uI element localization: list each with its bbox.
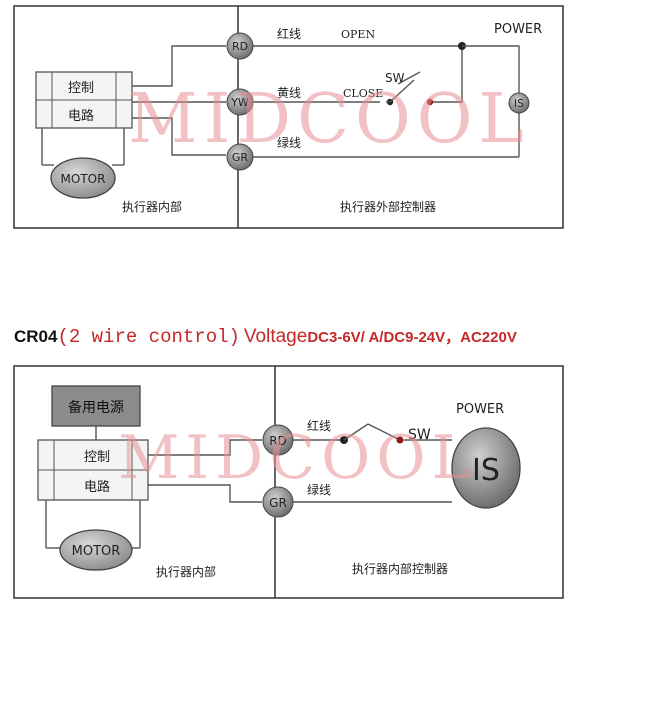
bottom-terminal-rd-label: RD: [269, 434, 287, 448]
bottom-left-caption: 执行器内部: [156, 564, 216, 579]
bottom-source-label: IS: [472, 453, 500, 488]
heading-model: CR04: [14, 327, 58, 346]
bottom-circuit-label: 电路: [84, 479, 110, 495]
backup-power-label: 备用电源: [68, 399, 124, 416]
heading-voltage-word: Voltage: [244, 326, 307, 347]
top-motor-label: MOTOR: [61, 172, 106, 186]
bottom-watermark: MIDCOOL: [118, 423, 477, 493]
top-motor: [50, 157, 116, 199]
top-source-label: IS: [514, 97, 524, 110]
top-control-label: 控制: [68, 81, 94, 96]
bottom-diagram: 备用电源 控制 电路 MOTOR RD GR: [13, 365, 564, 599]
bottom-red-wire-label: 红线: [307, 418, 331, 433]
bottom-green-wire-label: 绿线: [307, 482, 331, 497]
top-switch-label: SW: [385, 71, 405, 85]
top-diagram: 控制 电路 MOTOR RD YW GR: [13, 5, 564, 229]
top-red-wire-label: 红线: [277, 26, 301, 41]
backup-power-box: [51, 385, 141, 427]
heading: CR04(2 wire control)VoltageDC3-6V/ A/DC9…: [14, 326, 517, 348]
top-power-source: [508, 92, 530, 114]
bottom-motor: [59, 529, 133, 571]
top-green-wire-label: 绿线: [277, 135, 301, 150]
bottom-switch-contact-right: [396, 436, 404, 444]
heading-line: CR04(2 wire control)VoltageDC3-6V/ A/DC9…: [14, 326, 517, 348]
top-watermark: MIDCOOL: [128, 80, 530, 159]
bottom-power-source: [451, 427, 521, 509]
bottom-motor-label: MOTOR: [72, 544, 121, 559]
heading-mode: (2 wire control): [57, 326, 239, 348]
top-control-box: 控制 电路: [35, 71, 133, 129]
bottom-power-label: POWER: [456, 402, 504, 417]
bottom-frame: [13, 365, 564, 599]
heading-voltage-values: DC3-6V/ A/DC9-24V，AC220V: [307, 329, 517, 346]
top-open-label: OPEN: [341, 28, 375, 41]
top-terminal-yw-label: YW: [230, 96, 249, 109]
bottom-terminal-gr-label: GR: [269, 496, 287, 510]
top-close-label: CLOSE: [343, 87, 383, 100]
bottom-control-box: 控制 电路: [37, 439, 149, 501]
bottom-control-label: 控制: [84, 450, 110, 465]
bottom-switch-label: SW: [408, 427, 431, 443]
top-right-caption: 执行器外部控制器: [340, 199, 436, 214]
top-frame: [13, 5, 564, 229]
top-yellow-wire-label: 黄线: [277, 86, 301, 100]
top-switch-contact-right: [426, 98, 434, 106]
top-terminal-rd-label: RD: [232, 40, 248, 53]
bottom-right-caption: 执行器内部控制器: [352, 561, 448, 576]
top-left-caption: 执行器内部: [122, 199, 182, 214]
top-terminal-gr-label: GR: [232, 151, 249, 164]
top-circuit-label: 电路: [68, 108, 94, 124]
top-power-label: POWER: [494, 22, 542, 37]
